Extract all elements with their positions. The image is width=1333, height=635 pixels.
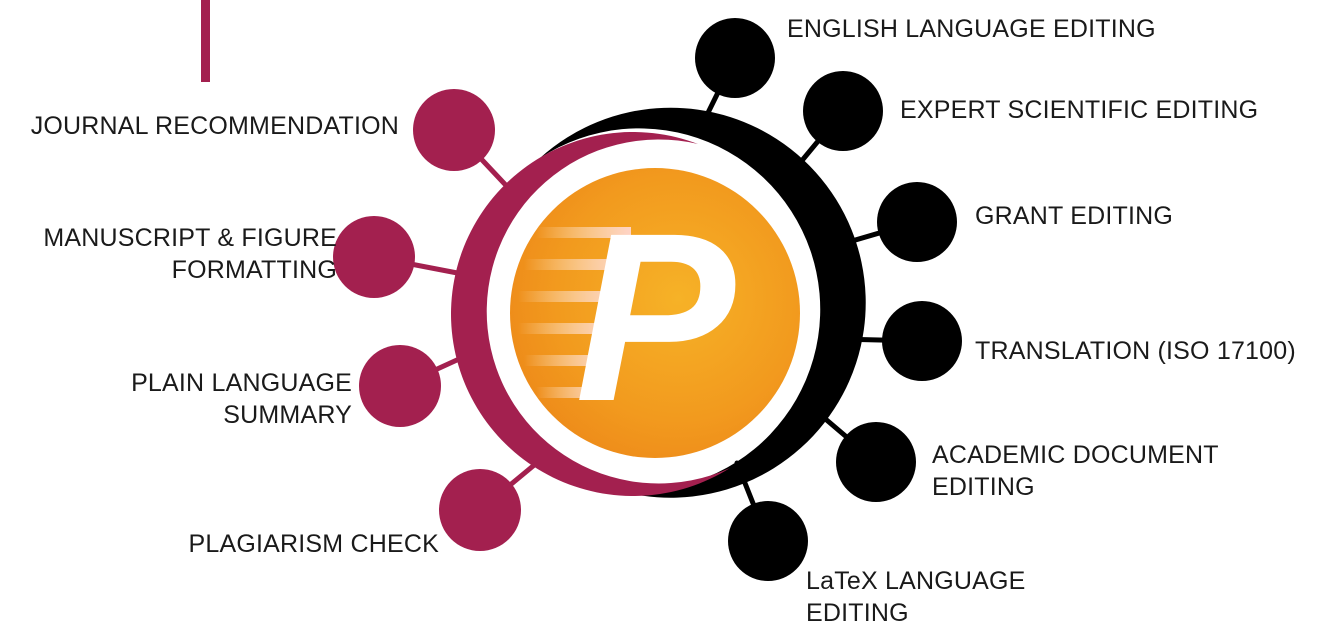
label-latex-language-editing[interactable]: LaTeX LANGUAGE EDITING — [806, 565, 1026, 629]
node-english-language-editing[interactable] — [695, 18, 775, 98]
label-line: JOURNAL RECOMMENDATION — [30, 112, 399, 140]
node-expert-scientific-editing[interactable] — [803, 71, 883, 151]
label-line: PLAGIARISM CHECK — [188, 530, 439, 558]
label-line: SUMMARY — [223, 401, 352, 429]
label-line: LaTeX LANGUAGE — [806, 567, 1026, 595]
speed-streaks — [518, 227, 631, 398]
label-translation[interactable]: TRANSLATION (ISO 17100) — [975, 335, 1296, 367]
node-grant-editing[interactable] — [877, 182, 957, 262]
label-line: EDITING — [932, 473, 1035, 501]
logo-letter: P — [575, 183, 736, 451]
label-manuscript-formatting[interactable]: MANUSCRIPT & FIGURE FORMATTING — [43, 222, 337, 286]
label-line: GRANT EDITING — [975, 202, 1173, 230]
logo-circle — [510, 168, 800, 458]
label-line: ACADEMIC DOCUMENT — [932, 441, 1219, 469]
label-line: MANUSCRIPT & FIGURE — [43, 224, 337, 252]
node-translation[interactable] — [882, 301, 962, 381]
node-journal-recommendation[interactable] — [413, 89, 495, 171]
label-journal-recommendation[interactable]: JOURNAL RECOMMENDATION — [31, 110, 399, 142]
label-plain-language-summary[interactable]: PLAIN LANGUAGE SUMMARY — [131, 367, 352, 431]
node-plagiarism-check[interactable] — [439, 469, 521, 551]
label-expert-scientific-editing[interactable]: EXPERT SCIENTIFIC EDITING — [900, 94, 1258, 126]
label-grant-editing[interactable]: GRANT EDITING — [975, 200, 1173, 232]
node-plain-language-summary[interactable] — [359, 345, 441, 427]
label-line: EXPERT SCIENTIFIC EDITING — [900, 96, 1259, 124]
label-english-language-editing[interactable]: ENGLISH LANGUAGE EDITING — [787, 13, 1156, 45]
label-line: TRANSLATION (ISO 17100) — [975, 337, 1296, 365]
label-line: EDITING — [806, 599, 909, 627]
label-line: FORMATTING — [171, 256, 337, 284]
label-plagiarism-check[interactable]: PLAGIARISM CHECK — [189, 528, 439, 560]
label-academic-document-editing[interactable]: ACADEMIC DOCUMENT EDITING — [932, 439, 1219, 503]
node-manuscript-formatting[interactable] — [333, 216, 415, 298]
node-academic-document-editing[interactable] — [836, 422, 916, 502]
node-latex-language-editing[interactable] — [728, 501, 808, 581]
top-accent-bar — [201, 0, 210, 82]
label-line: ENGLISH LANGUAGE EDITING — [787, 15, 1156, 43]
label-line: PLAIN LANGUAGE — [131, 369, 352, 397]
